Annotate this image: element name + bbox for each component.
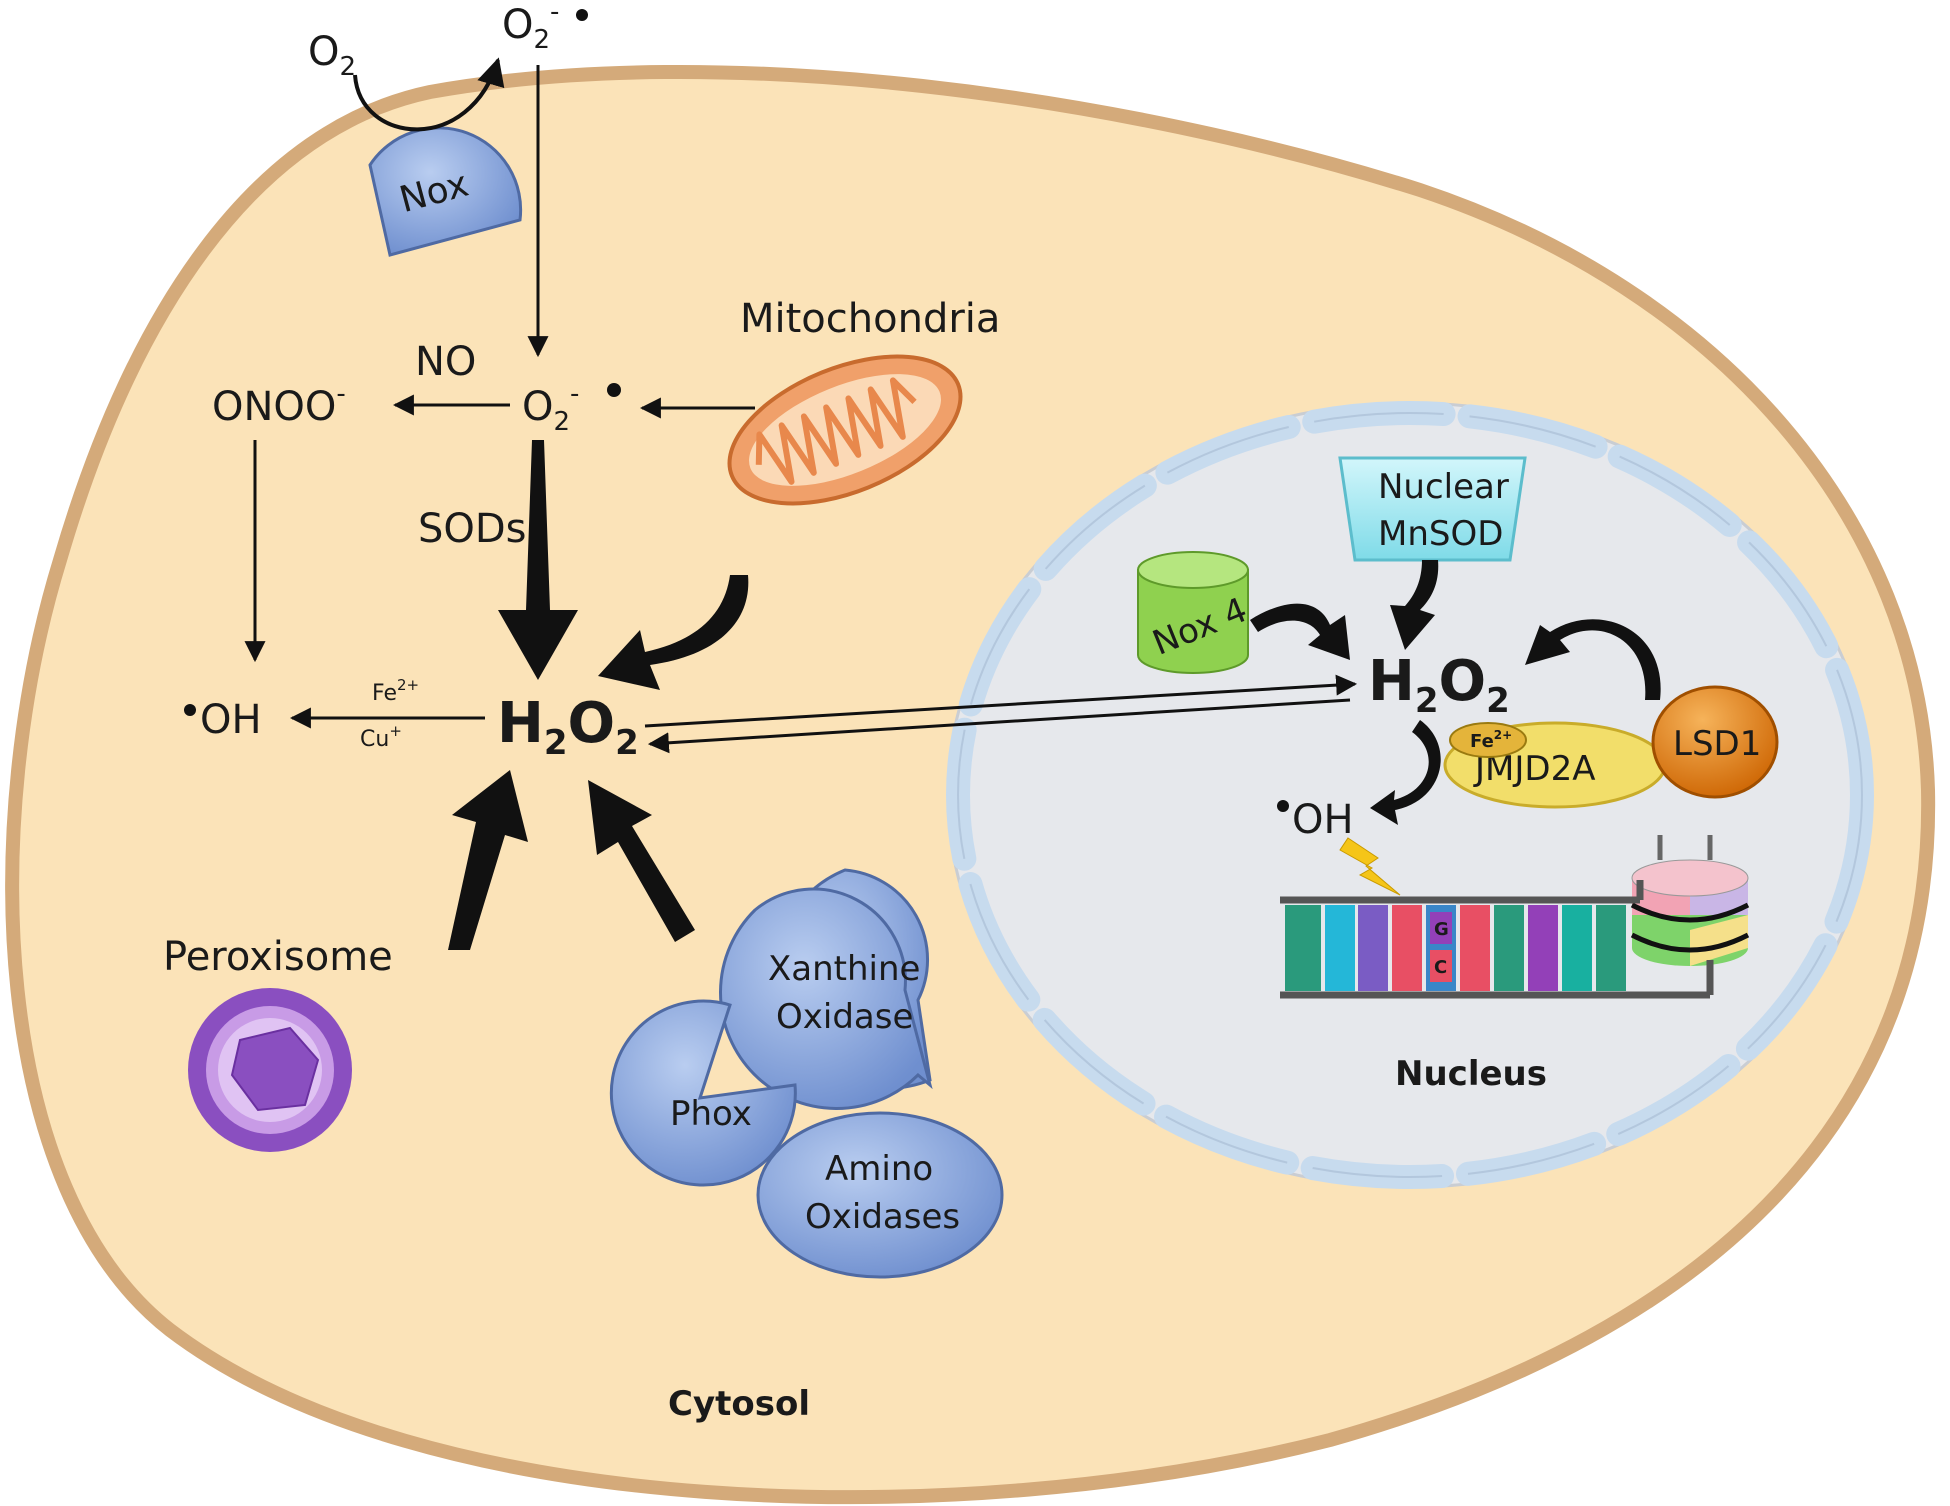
phox-enzyme: Phox: [609, 999, 797, 1187]
superoxide-mid-label: O2-: [522, 379, 579, 437]
radical-dot: [576, 9, 588, 21]
lsd1-arrow: [1525, 619, 1661, 700]
no-label: NO: [415, 339, 476, 385]
mnsod-label-1: Nuclear: [1378, 467, 1509, 507]
lightning-icon: [1339, 837, 1401, 896]
nucleus-label: Nucleus: [1395, 1054, 1547, 1094]
amino-label-1: Amino: [825, 1149, 933, 1189]
nox-enzyme: Nox: [368, 126, 523, 257]
h2o2-import-arrow: [647, 698, 1351, 754]
h2o2-nucleus-label: H2O2: [1368, 649, 1510, 721]
cytosol-label: Cytosol: [668, 1384, 810, 1424]
dna-base-c: C: [1434, 957, 1447, 978]
fe-cofactor: Fe2+: [1449, 722, 1527, 758]
sods-label: SODs: [418, 506, 527, 552]
oh-radical-dot: [184, 704, 196, 716]
dna-strand: G C: [1280, 880, 1714, 999]
mito-h2o2-curved-arrow: [598, 575, 749, 690]
mnsod-arrow: [1390, 560, 1439, 650]
h2o2-cytosol-label: H2O2: [497, 691, 639, 763]
lsd1: LSD1: [1651, 685, 1779, 799]
fe-cofactor-label: Fe2+: [1470, 728, 1512, 752]
mitochondrion: [727, 354, 963, 506]
fenton-nucleus-arrow: [1370, 720, 1441, 825]
xanthine-label-2: Oxidase: [776, 997, 913, 1037]
sods-thick-arrow: [498, 440, 578, 680]
mnsod-label-2: MnSOD: [1378, 514, 1503, 554]
xanthine-label-1: Xanthine: [768, 949, 920, 989]
superoxide-top-label: O2-: [502, 0, 559, 55]
peroxisome: [188, 988, 352, 1152]
h2o2-export-arrow: [644, 674, 1358, 728]
xanthine-oxidase: Xanthine Oxidase: [719, 868, 933, 1110]
nox4: Nox 4: [1137, 551, 1253, 674]
oh-cytosol-label: OH: [200, 697, 262, 743]
mitochondria-label: Mitochondria: [740, 296, 1000, 342]
peroxisome-label: Peroxisome: [163, 934, 393, 980]
fe2-label: Fe2+: [372, 676, 419, 706]
oh-nucleus-label: OH: [1292, 797, 1354, 843]
peroxisome-arrow: [448, 770, 528, 950]
nuclear-mnsod: Nuclear MnSOD: [1338, 456, 1527, 562]
nox4-arrow: [1250, 603, 1350, 660]
onoo-label: ONOO-: [212, 379, 346, 430]
oh-nucleus-dot: [1277, 800, 1289, 812]
amino-label-2: Oxidases: [805, 1197, 960, 1237]
o2-to-superoxide-arrow: [353, 57, 505, 132]
radical-dot-mid: [607, 383, 621, 397]
lsd1-label: LSD1: [1673, 724, 1761, 764]
oxidases-arrow: [588, 780, 695, 942]
amino-oxidases: Amino Oxidases: [756, 1111, 1004, 1279]
o2-label: O2: [308, 29, 356, 82]
cu-label: Cu+: [360, 722, 402, 752]
histone: [1630, 835, 1750, 966]
dna-base-g: G: [1434, 919, 1449, 940]
phox-label: Phox: [670, 1094, 752, 1134]
